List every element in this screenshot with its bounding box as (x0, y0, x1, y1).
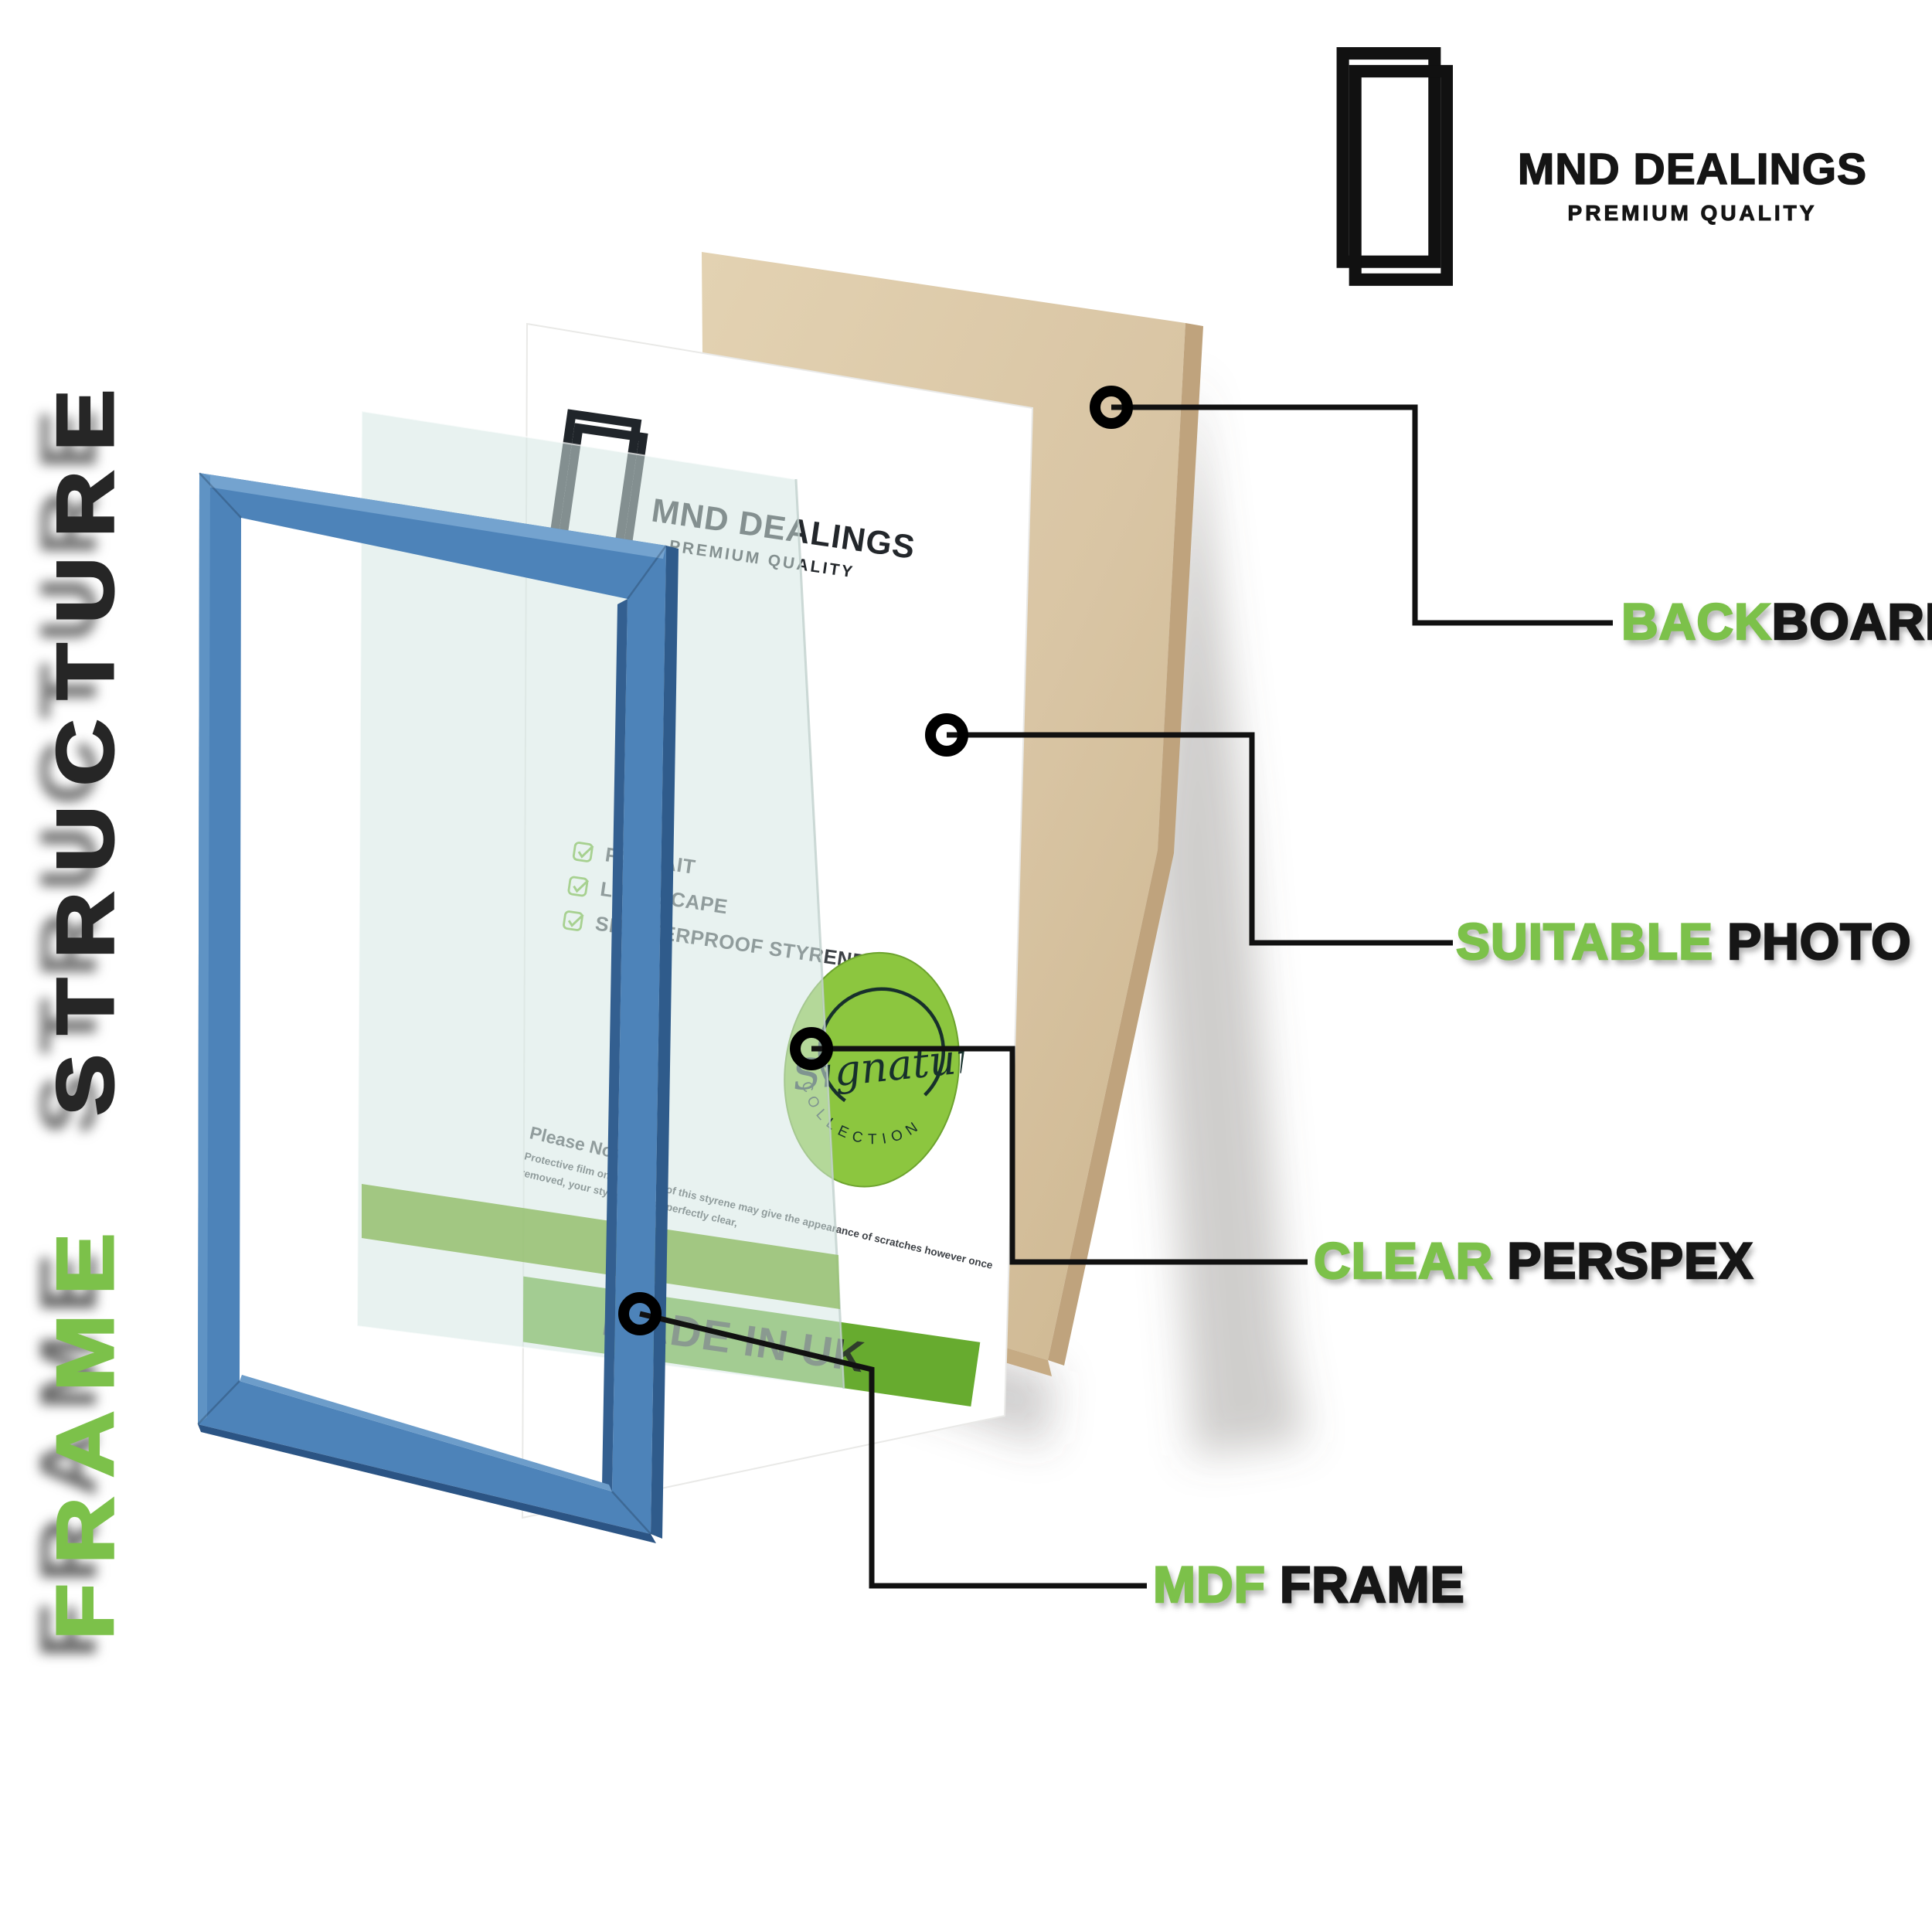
label-black-part: BOARD (1770, 592, 1932, 651)
label-green-part: BACK (1621, 592, 1772, 651)
mdf-blue-frame (197, 472, 679, 1543)
label-backboard: BACKBOARD (1621, 592, 1932, 651)
suitable-photo-connector-line (947, 732, 1453, 946)
backboard-connector-line (1111, 404, 1613, 626)
backboard-cast-shadow (1148, 371, 1306, 1457)
perspex-right-edge (794, 478, 845, 1389)
anchor-rings (618, 386, 1133, 1335)
label-green-part: SUITABLE (1455, 912, 1714, 971)
label-black-part: FRAME (1279, 1555, 1465, 1614)
brand-name: MND DEALINGS (1517, 144, 1868, 195)
perspex-green-strip (362, 1184, 840, 1309)
mdf-frame-connector-line (639, 1311, 1147, 1589)
page-title: FRAME STRUCTURE (39, 369, 132, 1641)
black-ring-anchor-icon (925, 713, 968, 757)
backboard-side-edge (1048, 323, 1203, 1366)
title-structure-word: STRUCTURE (39, 369, 131, 1117)
label-black-part: PHOTO (1726, 912, 1912, 971)
frame-logo-icon (1336, 47, 1453, 286)
title-frame-word: FRAME (39, 1213, 131, 1641)
label-green-part: CLEAR (1313, 1231, 1494, 1291)
label-black-part: PERSPEX (1506, 1231, 1754, 1291)
black-ring-anchor-icon (618, 1292, 662, 1335)
label-green-part: MDF (1152, 1555, 1266, 1614)
black-ring-anchor-icon (790, 1027, 833, 1070)
clear-perspex-connector-line (811, 1046, 1308, 1265)
brand-tagline: PREMIUM QUALITY (1567, 201, 1818, 226)
brand-lockup: MND DEALINGS PREMIUM QUALITY (1468, 144, 1917, 226)
callout-connectors (639, 404, 1613, 1589)
badge-swash-arc (818, 987, 946, 1115)
black-ring-anchor-icon (1090, 386, 1133, 429)
